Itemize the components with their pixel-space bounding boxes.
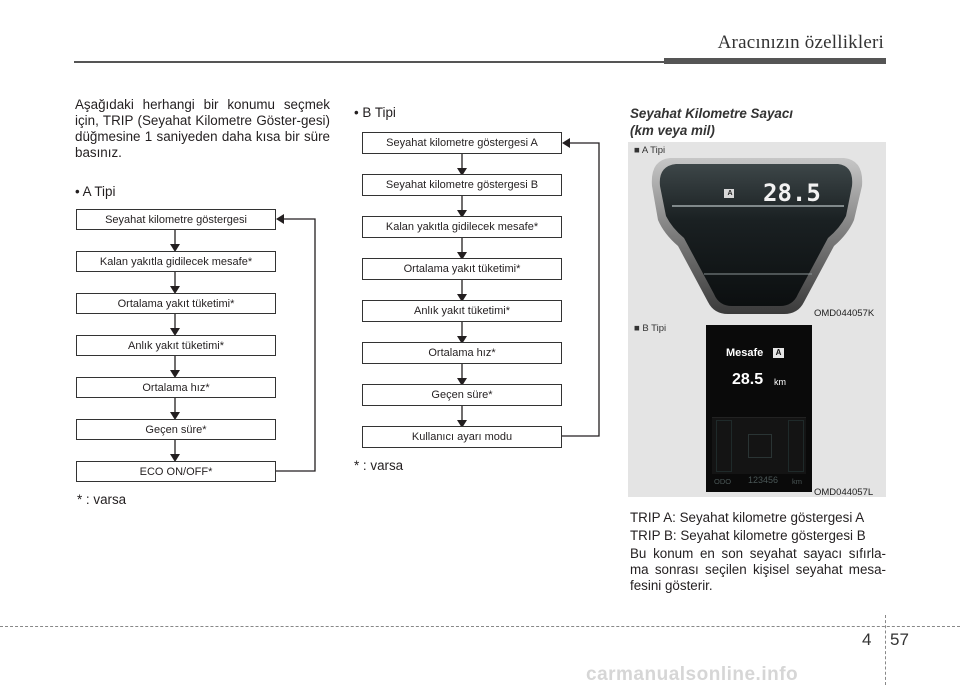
- page-header-title: Aracınızın özellikleri: [717, 32, 884, 53]
- type-a-step-1: Seyahat kilometre göstergesi: [76, 209, 276, 230]
- odo-value: 123456: [748, 475, 779, 485]
- trip-b-description: TRIP B: Seyahat kilometre göstergesi B: [630, 528, 866, 543]
- odo-unit: km: [792, 477, 802, 486]
- footer-rule: [0, 626, 960, 627]
- type-b-label: • B Tipi: [354, 105, 396, 120]
- type-b-footnote: * : varsa: [354, 458, 404, 473]
- type-b-step-2: Seyahat kilometre göstergesi B: [362, 174, 562, 196]
- gauge-area: [712, 417, 806, 474]
- header-rule: [74, 61, 664, 63]
- trip-reading-a: 28.5: [763, 179, 821, 207]
- type-a-step-4: Anlık yakıt tüketimi*: [76, 335, 276, 356]
- trip-b-badge: A: [773, 348, 784, 358]
- type-a-step-2: Kalan yakıtla gidilecek mesafe*: [76, 251, 276, 272]
- type-b-step-5: Anlık yakıt tüketimi*: [362, 300, 562, 322]
- type-b-flow-arrows: [457, 138, 600, 437]
- cluster-display-a: [651, 158, 863, 314]
- cluster-photo-a: ■ A Tipi A 28.5 OMD044057K: [628, 142, 886, 319]
- chapter-number: 4: [862, 630, 872, 649]
- type-a-step-7: ECO ON/OFF*: [76, 461, 276, 482]
- type-b-step-1: Seyahat kilometre göstergesi A: [362, 132, 562, 154]
- type-b-step-6: Ortalama hız*: [362, 342, 562, 364]
- type-a-step-3: Ortalama yakıt tüketimi*: [76, 293, 276, 314]
- intro-paragraph: Aşağıdaki herhangi bir konumu seçmek içi…: [75, 97, 330, 160]
- type-b-step-4: Ortalama yakıt tüketimi*: [362, 258, 562, 280]
- type-a-flow-arrows: [170, 214, 316, 472]
- photo-b-label: ■ B Tipi: [634, 323, 667, 334]
- trip-unit-b: km: [774, 377, 786, 387]
- type-a-step-5: Ortalama hız*: [76, 377, 276, 398]
- type-b-step-7: Geçen süre*: [362, 384, 562, 406]
- type-a-footnote: * : varsa: [77, 492, 127, 507]
- photo-a-code: OMD044057K: [814, 308, 875, 319]
- header-rule-accent: [664, 58, 886, 64]
- photo-a-label: ■ A Tipi: [634, 145, 666, 156]
- odometer-description: Bu konum en son seyahat sayacı sıfırla-m…: [630, 546, 886, 593]
- page-number: 57: [890, 630, 909, 649]
- trip-a-description: TRIP A: Seyahat kilometre göstergesi A: [630, 510, 865, 525]
- watermark: carmanualsonline.info: [586, 664, 799, 685]
- type-b-step-8: Kullanıcı ayarı modu: [362, 426, 562, 448]
- type-a-step-6: Geçen süre*: [76, 419, 276, 440]
- trip-reading-b: 28.5: [732, 371, 764, 388]
- cluster-photo-b: ■ B Tipi Mesafe A 28.5 km ODO 123456 km …: [628, 319, 886, 498]
- page-number-divider: [885, 615, 886, 685]
- display-b-title: Mesafe: [726, 347, 764, 359]
- odometer-section-title: Seyahat Kilometre Sayacı: [630, 106, 794, 121]
- photo-b-code: OMD044057L: [814, 487, 874, 498]
- odo-label: ODO: [714, 477, 732, 486]
- type-a-label: • A Tipi: [75, 184, 116, 199]
- odometer-section-subtitle: (km veya mil): [630, 123, 715, 138]
- cluster-display-b: Mesafe A 28.5 km ODO 123456 km: [706, 325, 812, 492]
- trip-a-badge: A: [727, 190, 733, 197]
- type-b-step-3: Kalan yakıtla gidilecek mesafe*: [362, 216, 562, 238]
